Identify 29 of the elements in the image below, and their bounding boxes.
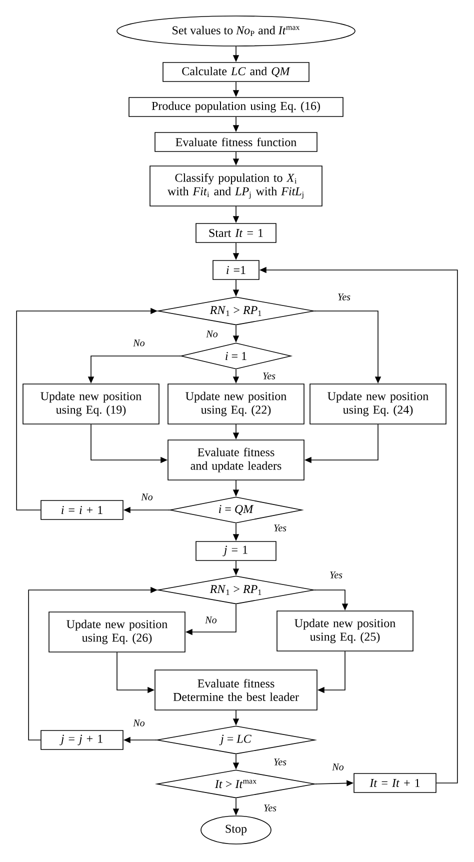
- process-box: Start It = 1: [196, 223, 276, 243]
- process-box: Update new position using Eq. (24): [310, 384, 446, 424]
- process-box: Update new position using Eq. (19): [22, 384, 160, 424]
- edge-label: No: [140, 492, 154, 502]
- edge-label: No: [331, 762, 345, 772]
- process-box: Update new position using Eq. (26): [48, 612, 186, 652]
- edge-label: Yes: [272, 524, 288, 532]
- process-box: Evaluate fitness Determine the best leader: [154, 670, 318, 710]
- edge-label: No: [132, 718, 146, 728]
- process-box: Classify population to X$_{i}$ with Fit$_{i}$ and LP$_{j}$ with FitL$_{j}$: [150, 166, 322, 206]
- edge-label: Yes: [262, 804, 278, 812]
- process-box: Produce population using Eq. (16): [128, 97, 344, 117]
- edge-label: Yes: [336, 292, 352, 302]
- process-box: Evaluate fitness function: [154, 132, 318, 152]
- process-box: i = i + 1: [40, 500, 124, 520]
- process-box: Calculate LC and QM: [162, 62, 310, 82]
- edge-label: Yes: [328, 570, 344, 580]
- edge-label: No: [205, 330, 219, 338]
- edge-label: No: [204, 616, 218, 624]
- edge-label: Yes: [262, 372, 276, 380]
- process-box: Update new position using Eq. (25): [276, 610, 414, 652]
- process-box: j = 1: [196, 541, 276, 561]
- edge-label: Yes: [272, 758, 288, 766]
- process-box: It = It + 1: [354, 773, 436, 793]
- process-box: Update new position using Eq. (22): [168, 384, 304, 424]
- process-box: j = j + 1: [40, 730, 124, 750]
- process-box: i =1: [212, 260, 260, 280]
- edge-label: No: [132, 338, 146, 348]
- process-box: Evaluate fitness and update leaders: [168, 440, 304, 480]
